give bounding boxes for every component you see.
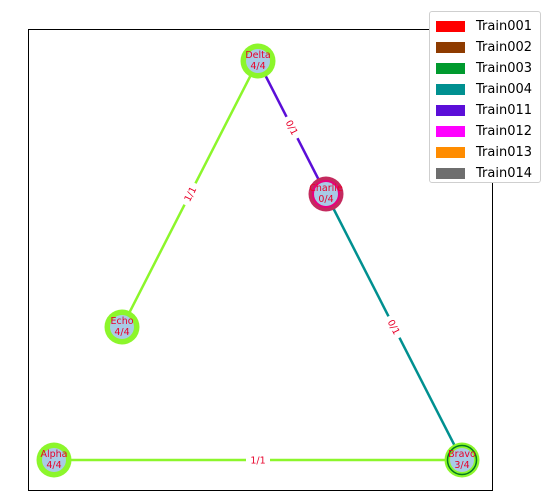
edge-label-group: 1/1 <box>246 454 270 467</box>
legend-item: Train011 <box>436 100 540 121</box>
legend-swatch <box>436 21 465 32</box>
legend-swatch <box>436 168 465 179</box>
node-name: Delta <box>245 50 270 61</box>
legend-label: Train013 <box>476 145 533 160</box>
edge-charlie-bravo: 0/1 <box>324 193 464 461</box>
node-core <box>42 448 66 472</box>
edge-label-background <box>281 114 303 141</box>
edge-label-group: 0/1 <box>383 313 405 341</box>
node-core <box>314 182 338 206</box>
legend-swatch <box>436 84 465 95</box>
legend-label: Train012 <box>476 124 533 139</box>
node-name: Charlie <box>309 183 343 194</box>
legend-item: Train013 <box>436 142 540 163</box>
node-inner-ring <box>446 444 478 476</box>
edge-delta-echo: 1/1 <box>120 60 260 328</box>
node-name: Alpha <box>40 449 67 460</box>
node-core <box>246 49 270 73</box>
edge-label-group: 1/1 <box>179 180 201 208</box>
edge-label: 1/1 <box>250 456 265 467</box>
legend-label: Train014 <box>476 166 533 181</box>
legend-item: Train003 <box>436 58 540 79</box>
legend-label: Train002 <box>476 40 533 55</box>
legend-swatch <box>436 147 465 158</box>
node-name: Echo <box>110 316 133 327</box>
legend-item: Train014 <box>436 163 540 184</box>
legend-item: Train002 <box>436 37 540 58</box>
edge-label-background <box>383 313 405 341</box>
node-core <box>450 448 474 472</box>
legend-item: Train012 <box>436 121 540 142</box>
node-count: 4/4 <box>114 327 129 338</box>
legend-swatch <box>436 63 465 74</box>
plot-area <box>28 29 493 491</box>
legend-item: Train001 <box>436 16 540 37</box>
node-count: 4/4 <box>46 460 61 471</box>
node-count: 0/4 <box>318 194 333 205</box>
node-core <box>110 315 134 339</box>
edge-label-group: 0/1 <box>281 114 303 141</box>
legend-label: Train003 <box>476 61 533 76</box>
legend-label: Train001 <box>476 19 533 34</box>
legend-item: Train004 <box>436 79 540 100</box>
edge-label-background <box>179 180 201 208</box>
node-name: Bravo <box>448 449 476 460</box>
legend-label: Train004 <box>476 82 533 97</box>
legend-swatch <box>436 126 465 137</box>
legend-swatch <box>436 42 465 53</box>
edge-delta-charlie: 0/1 <box>256 60 328 195</box>
edge-label-background <box>246 454 270 466</box>
legend-label: Train011 <box>476 103 533 118</box>
edge-alpha-bravo: 1/1 <box>54 454 462 467</box>
legend-swatch <box>436 105 465 116</box>
node-count: 3/4 <box>454 460 469 471</box>
node-count: 4/4 <box>250 61 265 72</box>
